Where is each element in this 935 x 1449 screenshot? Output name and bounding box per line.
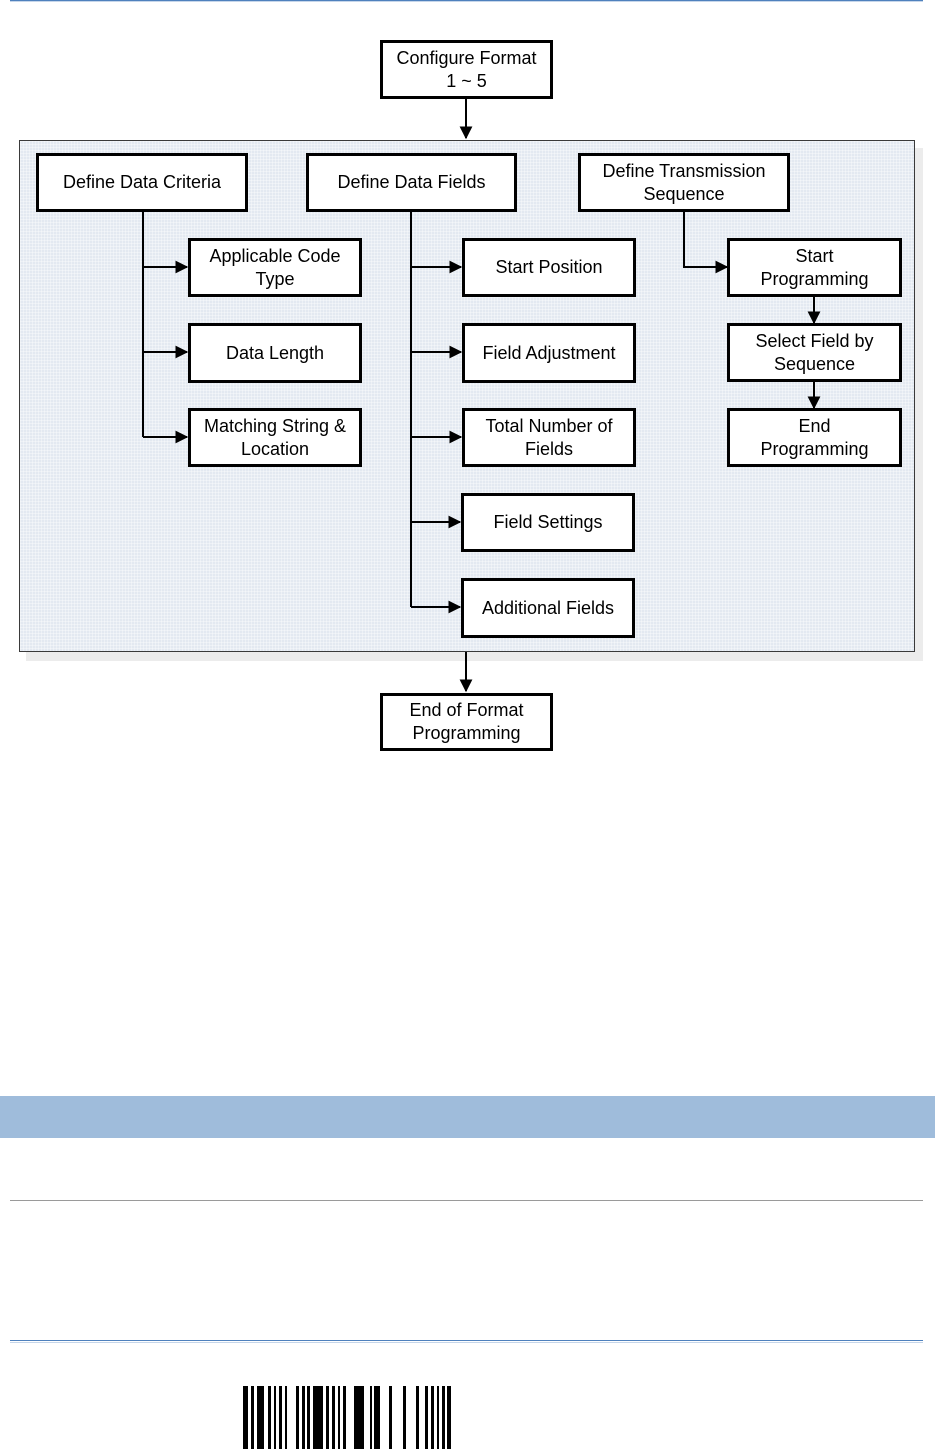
define-data-fields-label: Define Data Fields [337, 172, 486, 192]
select-field-line2: Sequence [773, 353, 856, 374]
start-position-box: Start Position [462, 238, 636, 297]
define-transmission-line1: Define Transmission [602, 160, 766, 181]
end-format-line1: End of Format [409, 700, 524, 720]
end-programming-box: End Programming [727, 408, 902, 467]
applicable-code-line2: Type [255, 268, 295, 289]
total-number-line2: Fields [524, 438, 573, 459]
additional-fields-label: Additional Fields [481, 597, 615, 618]
configure-format-box: Configure Format 1 ~ 5 [380, 40, 553, 99]
field-adjustment-label: Field Adjustment [482, 342, 616, 363]
barcode-image [243, 1386, 451, 1449]
section-header-band [0, 1096, 935, 1138]
additional-fields-box: Additional Fields [461, 578, 635, 638]
start-position-label: Start Position [495, 257, 603, 277]
end-programming-line1: End [798, 415, 831, 436]
define-data-criteria-box: Define Data Criteria [36, 153, 248, 212]
start-programming-line1: Start [795, 245, 834, 266]
end-programming-line2: Programming [760, 438, 869, 459]
lower-rule [10, 1340, 923, 1343]
configure-format-line1: Configure Format [396, 47, 537, 68]
data-length-box: Data Length [188, 323, 362, 383]
applicable-code-type-box: Applicable Code Type [188, 238, 362, 297]
matching-string-location-box: Matching String & Location [188, 408, 362, 467]
format-settings-panel [19, 140, 915, 652]
field-adjustment-box: Field Adjustment [462, 323, 636, 383]
divider-rule [10, 1200, 923, 1201]
matching-string-line1: Matching String & [203, 415, 347, 436]
start-programming-box: Start Programming [727, 238, 902, 297]
top-rule [10, 0, 923, 2]
configure-format-line2: 1 ~ 5 [446, 70, 487, 91]
define-data-fields-box: Define Data Fields [306, 153, 517, 212]
data-length-label: Data Length [225, 342, 325, 363]
define-transmission-line2: Sequence [643, 183, 725, 204]
total-number-line1: Total Number of [485, 415, 613, 436]
define-transmission-sequence-box: Define Transmission Sequence [578, 153, 790, 212]
end-format-line2: Programming [412, 723, 521, 743]
end-format-programming-box: End of Format Programming [380, 693, 553, 751]
select-field-line1: Select Field by [755, 330, 874, 351]
select-field-by-sequence-box: Select Field by Sequence [727, 323, 902, 382]
start-programming-line2: Programming [760, 268, 869, 289]
applicable-code-line1: Applicable Code [209, 245, 341, 266]
total-number-of-fields-box: Total Number of Fields [462, 408, 636, 467]
field-settings-label: Field Settings [493, 512, 603, 532]
define-data-criteria-label: Define Data Criteria [62, 172, 222, 192]
arrow-to-start-programming [683, 211, 729, 274]
field-settings-box: Field Settings [461, 493, 635, 552]
matching-string-line2: Location [240, 438, 310, 459]
